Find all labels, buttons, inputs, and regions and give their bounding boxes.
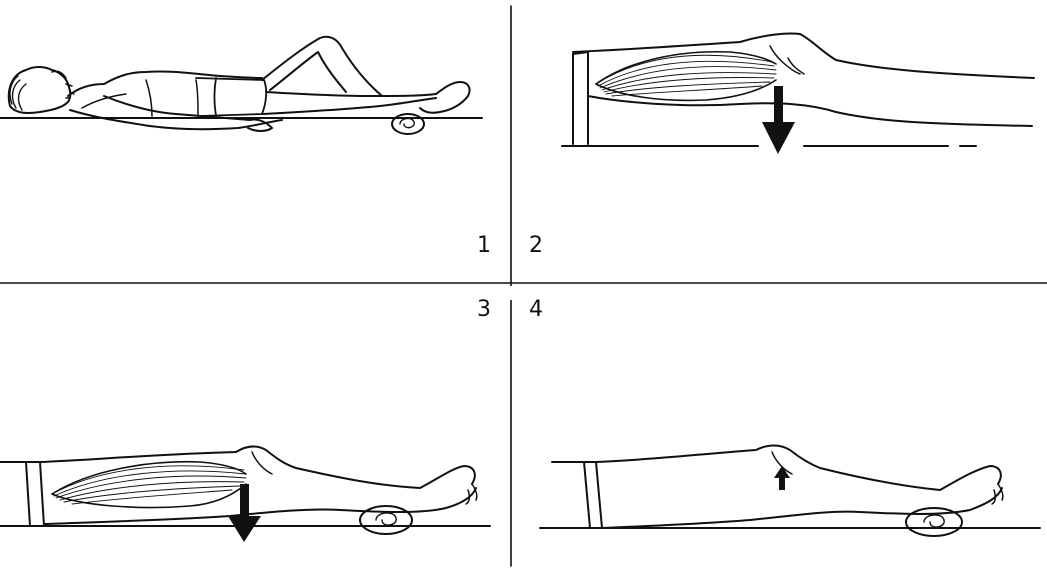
towel-roll-icon-3 — [360, 506, 412, 534]
panel-3-illustration — [0, 446, 490, 542]
thigh-band — [573, 52, 588, 144]
towel-spiral-4 — [924, 515, 944, 527]
shirt-detail — [82, 80, 198, 118]
towel-spiral-3 — [376, 513, 396, 525]
bent-leg — [262, 37, 382, 96]
panel-1-illustration — [0, 37, 482, 134]
panel-number-1: 1 — [477, 235, 491, 257]
straight-leg — [262, 92, 436, 114]
panel-4-illustration — [540, 446, 1040, 537]
panel-number-4: 4 — [529, 299, 543, 321]
foot — [420, 82, 470, 113]
panel-number-2: 2 — [529, 235, 543, 257]
thigh-top — [573, 33, 1034, 78]
panel-2-illustration — [562, 33, 1034, 154]
up-arrow-icon — [774, 466, 790, 490]
knee-contour-3 — [252, 452, 272, 474]
divider-gap — [505, 286, 517, 300]
down-arrow-icon — [762, 86, 795, 154]
panel-number-3: 3 — [477, 299, 491, 321]
head — [9, 67, 71, 113]
shorts — [196, 78, 266, 116]
muscle-fibers-icon — [596, 52, 776, 101]
leg-top-4 — [552, 446, 1001, 491]
muscle-fibers-icon-3 — [52, 462, 246, 508]
leg-band — [26, 462, 44, 526]
towel-roll-spiral — [400, 118, 414, 127]
towel-roll-icon-4 — [906, 508, 962, 536]
torso-upper — [68, 71, 262, 96]
thigh-bottom — [588, 96, 1032, 126]
leg-band-4 — [584, 462, 602, 528]
